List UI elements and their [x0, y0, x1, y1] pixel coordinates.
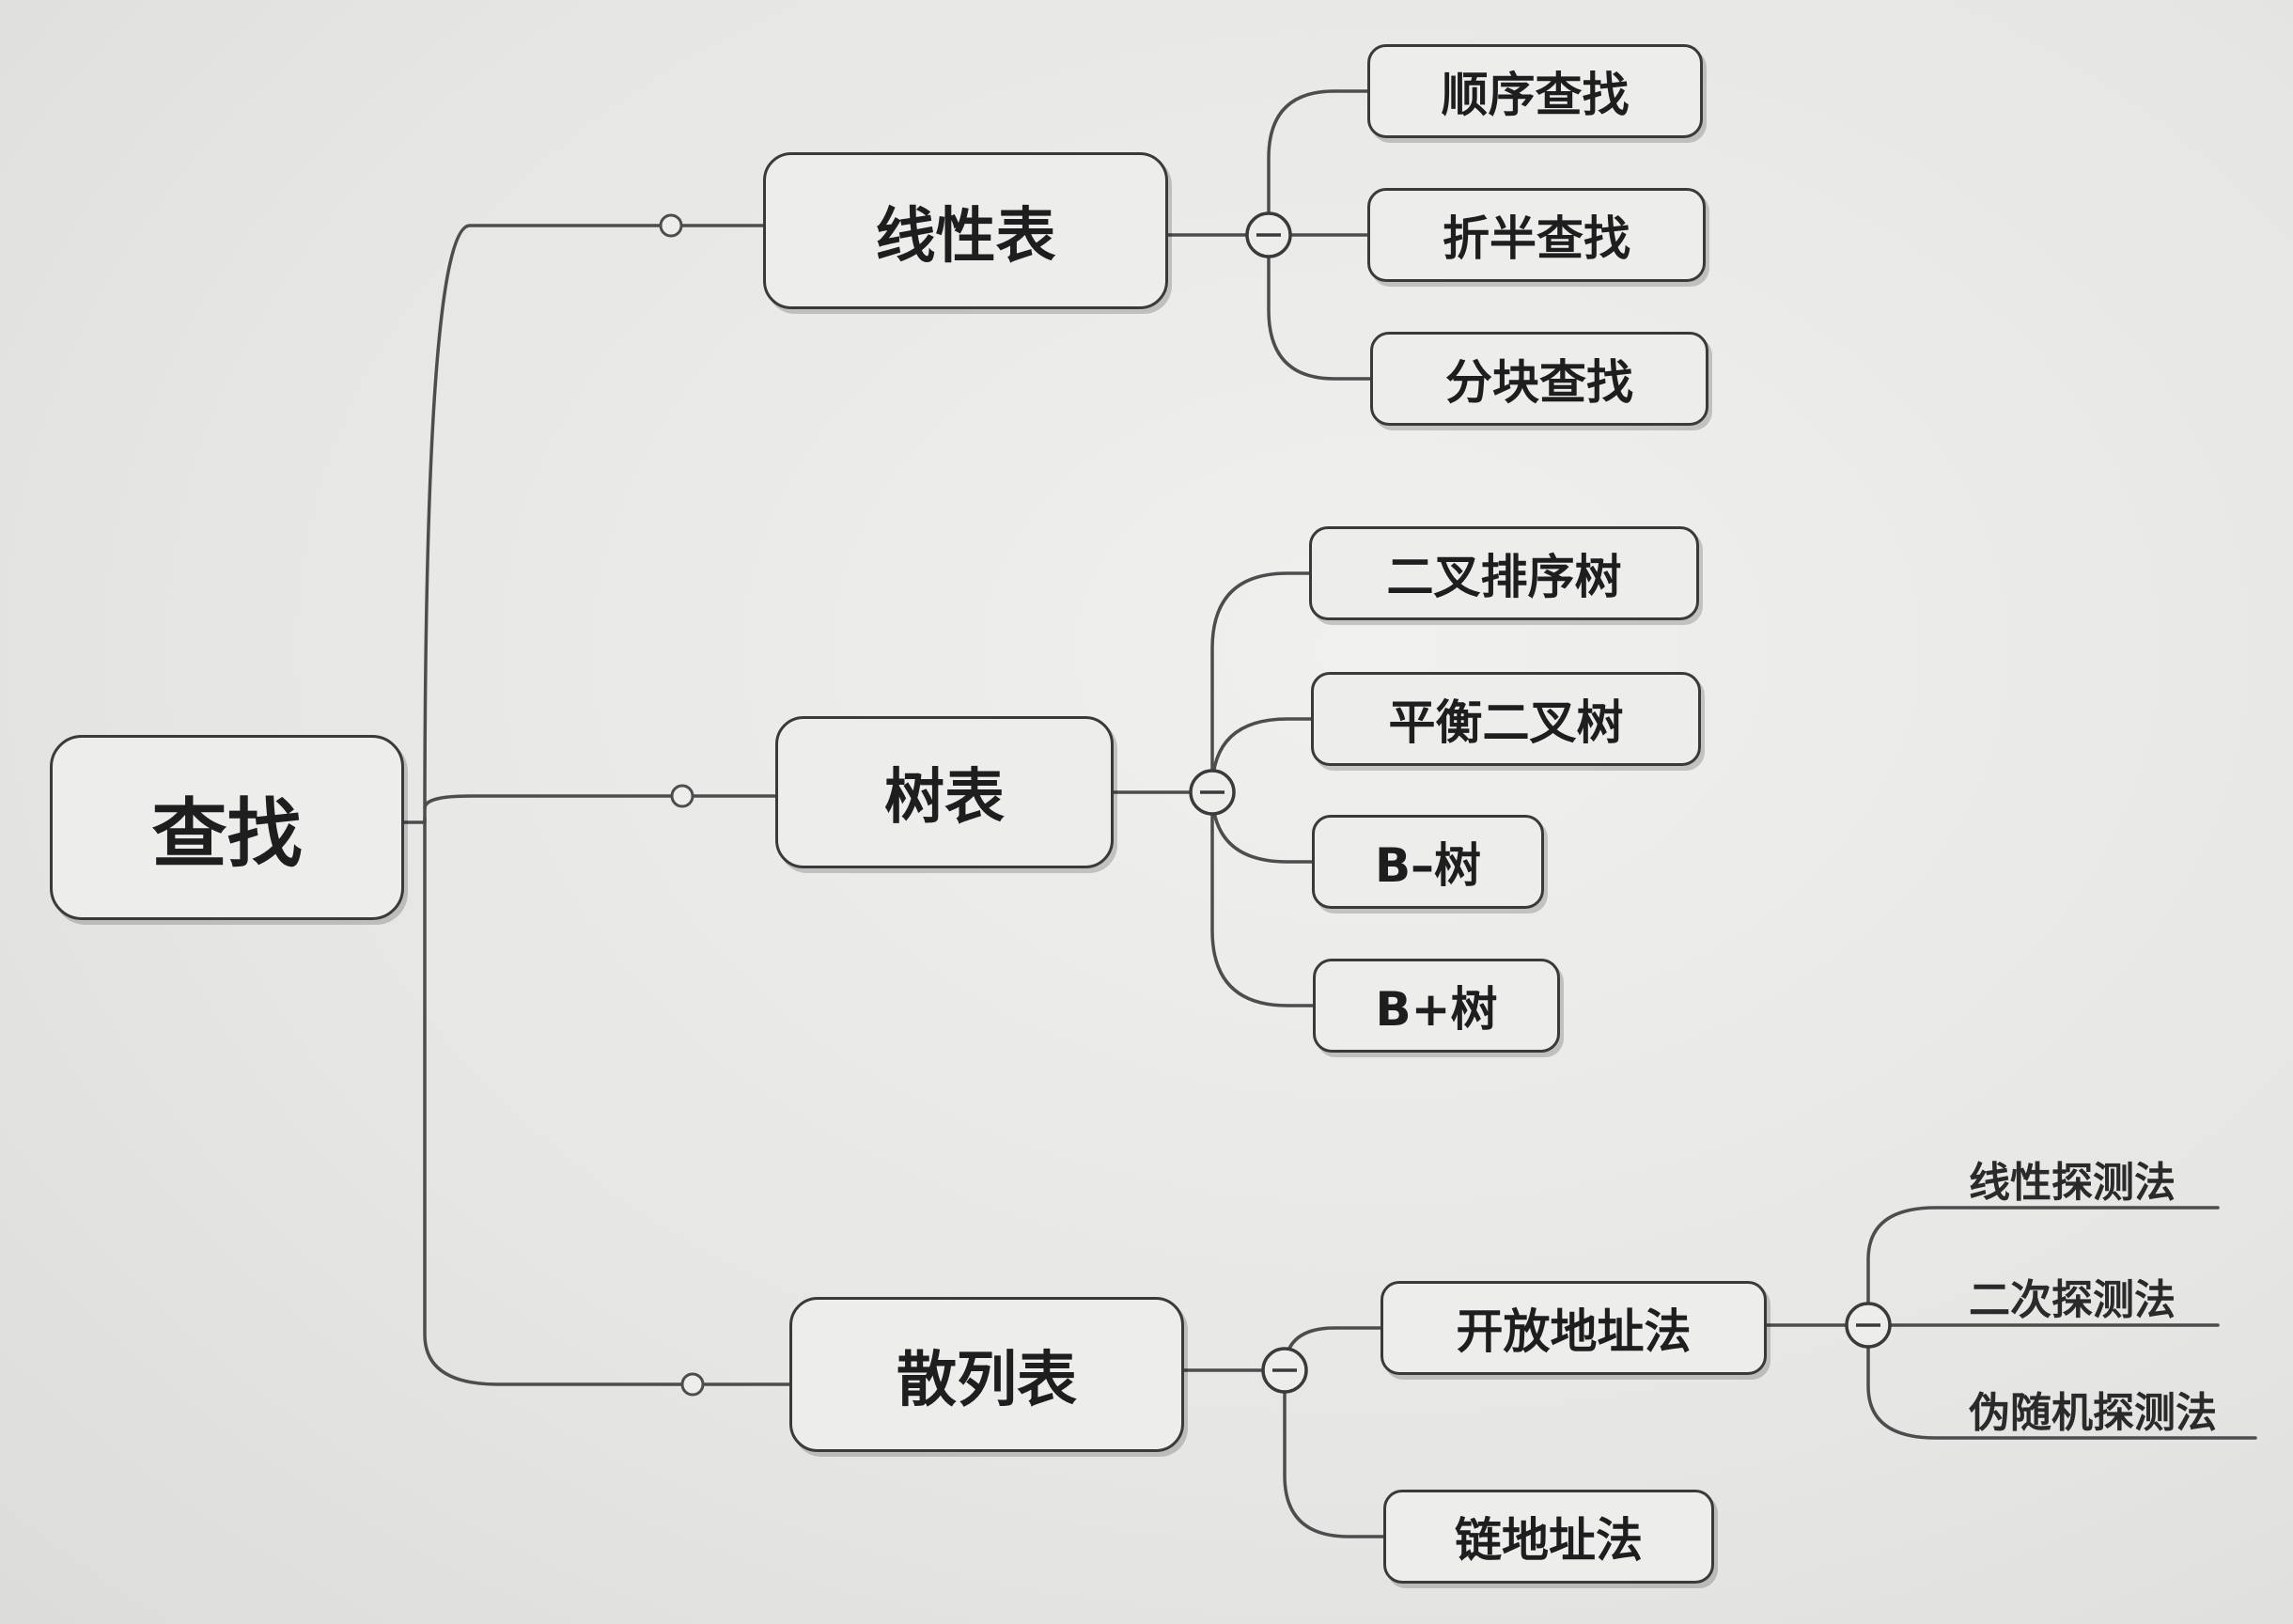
node-b-plus-tree[interactable]: B+树 — [1313, 959, 1560, 1053]
connector-root-tree — [423, 794, 777, 810]
leaf-linear-probing[interactable]: 线性探测法 — [1969, 1159, 2176, 1207]
node-bst-label: 二叉排序树 — [1386, 550, 1622, 604]
node-b-minus-tree[interactable]: B–树 — [1312, 815, 1544, 909]
connector-root-trunk — [402, 224, 765, 824]
connector-open-3 — [1866, 1323, 2257, 1440]
branch-dot-hash — [680, 1372, 705, 1397]
branch-dot-linear — [659, 213, 683, 238]
node-tree-table[interactable]: 树表 — [775, 716, 1114, 868]
node-chaining-label: 链地址法 — [1455, 1513, 1643, 1568]
connector-tree-4 — [1210, 790, 1315, 1007]
connector-linear-bottom — [1267, 233, 1372, 381]
node-balanced-bt-label: 平衡二叉树 — [1388, 695, 1624, 750]
node-hash-table-label: 散列表 — [897, 1345, 1077, 1415]
collapse-icon-open-address[interactable] — [1845, 1302, 1892, 1349]
node-sequential-search[interactable]: 顺序查找 — [1367, 44, 1703, 138]
connector-linear-top — [1267, 89, 1369, 237]
node-hash-table[interactable]: 散列表 — [789, 1297, 1184, 1452]
node-block-search[interactable]: 分块查找 — [1370, 332, 1708, 426]
connector-open-1 — [1866, 1206, 2220, 1327]
node-root-label: 查找 — [151, 789, 303, 878]
connector-root-hash — [423, 816, 791, 1386]
node-open-addressing[interactable]: 开放地址法 — [1380, 1281, 1767, 1375]
node-balanced-bt[interactable]: 平衡二叉树 — [1311, 672, 1701, 766]
node-b-minus-tree-label: B–树 — [1374, 838, 1482, 893]
node-sequential-search-label: 顺序查找 — [1441, 68, 1630, 122]
branch-dot-tree — [670, 784, 694, 808]
collapse-toggles — [1189, 211, 1892, 1394]
node-binary-search[interactable]: 折半查找 — [1367, 188, 1706, 282]
collapse-icon-hash[interactable] — [1261, 1347, 1308, 1394]
node-root[interactable]: 查找 — [50, 735, 404, 920]
leaf-quadratic-probing[interactable]: 二次探测法 — [1969, 1276, 2176, 1324]
node-linear-table-label: 线性表 — [875, 201, 1056, 272]
collapse-icon-tree[interactable] — [1189, 769, 1236, 816]
node-bst[interactable]: 二叉排序树 — [1309, 526, 1699, 620]
node-linear-table[interactable]: 线性表 — [763, 152, 1168, 309]
node-binary-search-label: 折半查找 — [1443, 211, 1630, 266]
connector-hash-chain — [1283, 1368, 1385, 1538]
connector-tree-1 — [1210, 571, 1311, 794]
node-tree-table-label: 树表 — [884, 763, 1005, 833]
node-open-addressing-label: 开放地址法 — [1456, 1304, 1692, 1359]
node-b-plus-tree-label: B+树 — [1375, 982, 1498, 1037]
node-chaining[interactable]: 链地址法 — [1383, 1490, 1714, 1584]
node-block-search-label: 分块查找 — [1445, 355, 1633, 410]
collapse-icon-linear[interactable] — [1245, 211, 1292, 258]
leaf-random-probing[interactable]: 伪随机探测法 — [1969, 1389, 2217, 1437]
